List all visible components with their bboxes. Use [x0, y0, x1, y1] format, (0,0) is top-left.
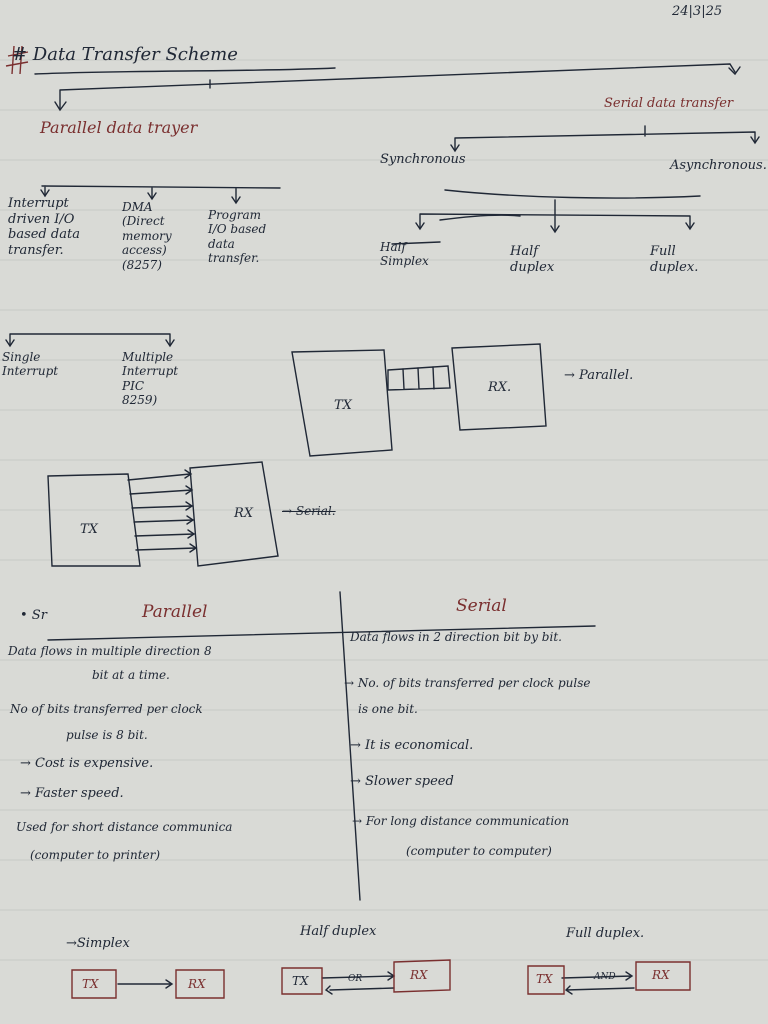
branch-parallel	[59, 63, 736, 109]
text-line: Interrupt	[8, 196, 69, 211]
mode-full-and: AND	[594, 972, 616, 982]
serial-bus-lines	[127, 473, 197, 551]
parallel-types-bracket	[41, 185, 281, 203]
text-line: Multiple	[122, 350, 174, 364]
text-line: transfer.	[8, 242, 64, 258]
sync-bracket	[444, 189, 701, 199]
text-line: DMA	[122, 200, 153, 214]
parallel-tx-box	[291, 349, 393, 457]
text-line: Interrupt	[122, 364, 179, 379]
serial-point: Data flows in 2 direction bit by bit.	[350, 630, 562, 644]
serial-mode-simplex: Half Simplex	[380, 240, 429, 269]
serial-tx-box	[47, 473, 141, 567]
mode-half-duplex-label: Half duplex	[300, 924, 377, 939]
parallel-point: No of bits transferred per clock	[10, 702, 203, 716]
parallel-type-interrupt: Interrupt driven I/O based data transfer…	[8, 196, 80, 258]
table-header-parallel: Parallel	[142, 602, 208, 622]
mode-full-tx: TX	[536, 972, 553, 986]
half-duplex-arrows	[321, 971, 396, 995]
bottom-half-tx-box	[281, 967, 323, 995]
modes-bracket	[419, 199, 691, 231]
mode-half-or: OR	[348, 974, 363, 984]
table-divider	[339, 591, 361, 901]
parallel-diagram-rx: RX.	[488, 380, 512, 395]
serial-bracket	[454, 125, 756, 151]
mode-full-duplex-label: Full duplex.	[566, 926, 645, 941]
serial-point: → For long distance communication	[352, 814, 570, 828]
bottom-simplex-tx-box	[71, 969, 117, 999]
parallel-point: Used for short distance communica	[16, 820, 233, 834]
bottom-full-tx-box	[527, 965, 565, 995]
bottom-half-rx-box	[393, 959, 451, 993]
parallel-point: Data flows in multiple direction 8	[8, 644, 212, 658]
page-title: # Data Transfer Scheme	[12, 44, 238, 65]
bottom-full-rx-box	[635, 961, 691, 991]
serial-point: → No. of bits transferred per clock puls…	[344, 676, 591, 690]
full-duplex-arrows	[561, 971, 635, 995]
mode-half-tx: TX	[292, 974, 309, 988]
serial-diagram-caption: → Serial.	[282, 504, 336, 518]
serial-point: → Slower speed	[350, 774, 454, 789]
serial-rx-box	[189, 461, 279, 567]
mode-simplex-tx: TX	[82, 977, 99, 991]
text-line: (8257)	[122, 257, 162, 272]
text-line: PIC	[122, 378, 144, 393]
parallel-heading: Parallel data trayer	[40, 118, 198, 137]
parallel-diagram-tx: TX	[334, 398, 352, 413]
page-date: 24|3|25	[672, 4, 723, 19]
parallel-type-dma: DMA (Direct memory access) (8257)	[122, 200, 172, 272]
interrupt-types-bracket	[9, 333, 171, 346]
serial-diagram-tx: TX	[80, 522, 98, 537]
interrupt-multiple: Multiple Interrupt PIC 8259)	[122, 350, 178, 408]
text-line: transfer.	[208, 251, 260, 266]
parallel-type-program: Program I/O based data transfer.	[208, 208, 266, 266]
text-line: driven I/O	[8, 211, 75, 227]
title-hash-mark	[5, 45, 29, 75]
ruled-lines	[0, 59, 768, 961]
text-line: Interrupt	[2, 364, 59, 379]
parallel-rx-box	[451, 343, 547, 431]
table-header-rule	[47, 625, 596, 641]
parallel-bus	[387, 365, 451, 391]
table-header-serial: Serial	[456, 596, 507, 616]
text-line: I/O based	[208, 222, 267, 237]
text-line: Program	[208, 208, 261, 222]
title-underline	[34, 67, 336, 75]
text-line: (Direct	[122, 214, 165, 229]
mode-half-rx: RX	[410, 968, 428, 982]
serial-point: → It is economical.	[350, 738, 474, 753]
text-line: access)	[122, 243, 167, 258]
serial-mode-half-duplex: Half duplex	[510, 244, 555, 275]
mode-full-rx: RX	[652, 968, 670, 982]
parallel-diagram-caption: → Parallel.	[564, 368, 634, 383]
parallel-point: (computer to printer)	[30, 848, 161, 862]
serial-mode-full-duplex: Full duplex.	[650, 244, 699, 275]
text-line: memory	[122, 228, 172, 243]
serial-heading: Serial data transfer	[604, 96, 734, 111]
serial-synchronous: Synchronous	[380, 152, 466, 167]
bottom-simplex-rx-box	[175, 969, 225, 999]
serial-point: is one bit.	[358, 702, 418, 716]
text-line: 8259)	[122, 393, 158, 408]
text-line: Single	[2, 350, 41, 364]
mode-simplex-label: →Simplex	[66, 936, 130, 951]
parallel-point: bit at a time.	[92, 668, 170, 682]
serial-diagram-rx: RX	[234, 506, 254, 521]
serial-asynchronous: Asynchronous.	[670, 158, 767, 173]
simplex-arrow	[117, 979, 174, 989]
table-sr-label: • Sr	[20, 608, 47, 623]
text-line: data	[208, 236, 235, 251]
half-strike	[391, 241, 441, 245]
interrupt-single: Single Interrupt	[2, 350, 58, 379]
parallel-point: → Faster speed.	[20, 786, 124, 801]
parallel-point: → Cost is expensive.	[20, 756, 154, 771]
text-line: based data	[8, 227, 80, 243]
mode-simplex-rx: RX	[188, 977, 206, 991]
serial-point: (computer to computer)	[406, 844, 552, 858]
parallel-point: pulse is 8 bit.	[66, 728, 148, 742]
